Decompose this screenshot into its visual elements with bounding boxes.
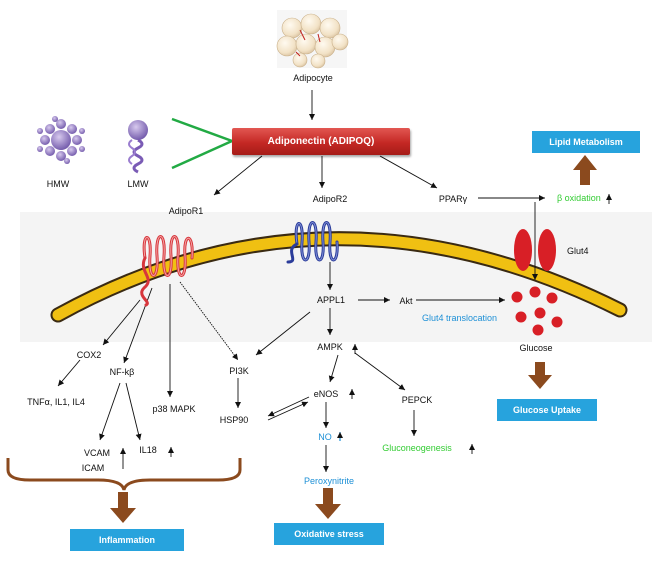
adipocyte-image — [276, 10, 349, 69]
green-connector-lines — [171, 117, 236, 170]
adipor1-receptor — [140, 235, 194, 307]
oxidative-stress-box: Oxidative stress — [274, 523, 384, 545]
label-no: NO — [318, 432, 332, 442]
cell-membrane — [52, 233, 626, 321]
label-gluconeogenesis: Gluconeogenesis — [382, 443, 452, 453]
label-adipocyte: Adipocyte — [293, 73, 333, 83]
label-ampk: AMPK — [317, 342, 343, 352]
pathway-arrows — [57, 90, 545, 472]
label-icam: ICAM — [81, 463, 105, 473]
glucose-molecules — [511, 286, 563, 336]
label-glucose: Glucose — [519, 343, 553, 353]
label-appl1: APPL1 — [316, 295, 346, 305]
label-hsp90: HSP90 — [219, 415, 249, 425]
inflammation-bracket — [6, 458, 242, 491]
label-tnf: TNFα, IL1, IL4 — [27, 397, 85, 407]
label-glut4-translocation: Glut4 translocation — [422, 313, 498, 323]
adiponectin-header: Adiponectin (ADIPOQ) — [232, 128, 410, 155]
adipor2-receptor — [286, 221, 339, 264]
label-glut4: Glut4 — [567, 246, 589, 256]
inflammation-box: Inflammation — [70, 529, 184, 551]
label-adipor1: AdipoR1 — [168, 206, 204, 216]
label-akt: Akt — [399, 296, 413, 306]
label-pparg: PPARγ — [438, 194, 468, 204]
hmw-molecule-image — [37, 116, 85, 164]
label-beta-oxidation: β oxidation — [557, 193, 601, 203]
label-pi3k: PI3K — [229, 366, 249, 376]
label-hmw: HMW — [46, 179, 70, 189]
label-adipor2: AdipoR2 — [312, 194, 348, 204]
label-vcam: VCAM — [83, 448, 111, 458]
glucose-uptake-box: Glucose Uptake — [497, 399, 597, 421]
label-il18: IL18 — [139, 445, 157, 455]
lipid-metabolism-box: Lipid Metabolism — [532, 131, 640, 153]
label-peroxynitrite: Peroxynitrite — [303, 476, 355, 486]
increase-arrows — [120, 194, 612, 469]
label-lmw: LMW — [127, 179, 149, 189]
label-p38: p38 MAPK — [152, 404, 196, 414]
label-cox2: COX2 — [76, 350, 102, 360]
lmw-molecule-image — [128, 120, 148, 174]
label-pepck: PEPCK — [401, 395, 433, 405]
glut4-channel — [514, 229, 556, 271]
label-enos: eNOS — [313, 389, 339, 399]
outcome-arrows — [110, 155, 597, 523]
label-nfkb: NF-kβ — [109, 367, 135, 377]
